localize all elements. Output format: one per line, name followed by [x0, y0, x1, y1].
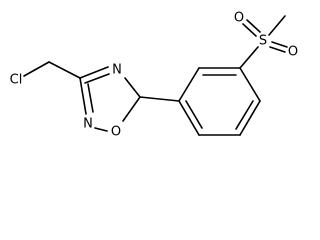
bond-s-o-right-double — [271, 41, 288, 48]
bond-ch2-c3 — [48, 61, 81, 79]
methylsulfonyl-group — [239, 15, 288, 69]
bond-n2-c3-double — [87, 83, 94, 113]
oxadiazole-ring — [79, 66, 141, 132]
benzene-bond-6 — [178, 100, 200, 136]
benzene-double-2 — [235, 100, 254, 130]
ring-oxygen-label: O — [111, 125, 121, 140]
benzene-bond-1 — [178, 67, 200, 102]
ring-nitrogen-bottom-label: N — [83, 117, 93, 132]
benzene-bond-4 — [239, 100, 261, 136]
molecule-structure: Cl N N O S O O — [10, 11, 298, 140]
bond-s-methyl — [268, 15, 286, 36]
bond-c5-benzene — [139, 96, 180, 102]
bond-c3-n4-double — [84, 73, 110, 84]
bond-n4-c5 — [124, 77, 141, 98]
chlorine-atom-label: Cl — [10, 73, 23, 88]
sulfonyl-oxygen-top-label: O — [234, 11, 244, 26]
sulfur-atom-label: S — [259, 34, 267, 49]
bond-n2-c3 — [79, 77, 87, 115]
sulfonyl-oxygen-right-label: O — [288, 45, 298, 60]
bond-s-o-top — [242, 23, 257, 37]
benzene-bond-3 — [239, 67, 261, 102]
ring-nitrogen-top-label: N — [112, 63, 122, 78]
bond-s-o-right — [269, 46, 286, 53]
bond-c5-o1 — [122, 96, 141, 122]
chloromethyl-group — [23, 61, 81, 79]
structure-canvas: Cl N N O S O O — [9, 10, 299, 140]
bond-ring-s — [239, 46, 259, 69]
benzene-ring — [178, 67, 261, 136]
bond-o1-n2 — [94, 127, 108, 132]
benzene-double-3 — [185, 100, 203, 129]
bond-c3-n4 — [79, 66, 109, 79]
bond-s-o-top-double — [246, 19, 261, 33]
bond-cl-ch2 — [23, 61, 50, 77]
